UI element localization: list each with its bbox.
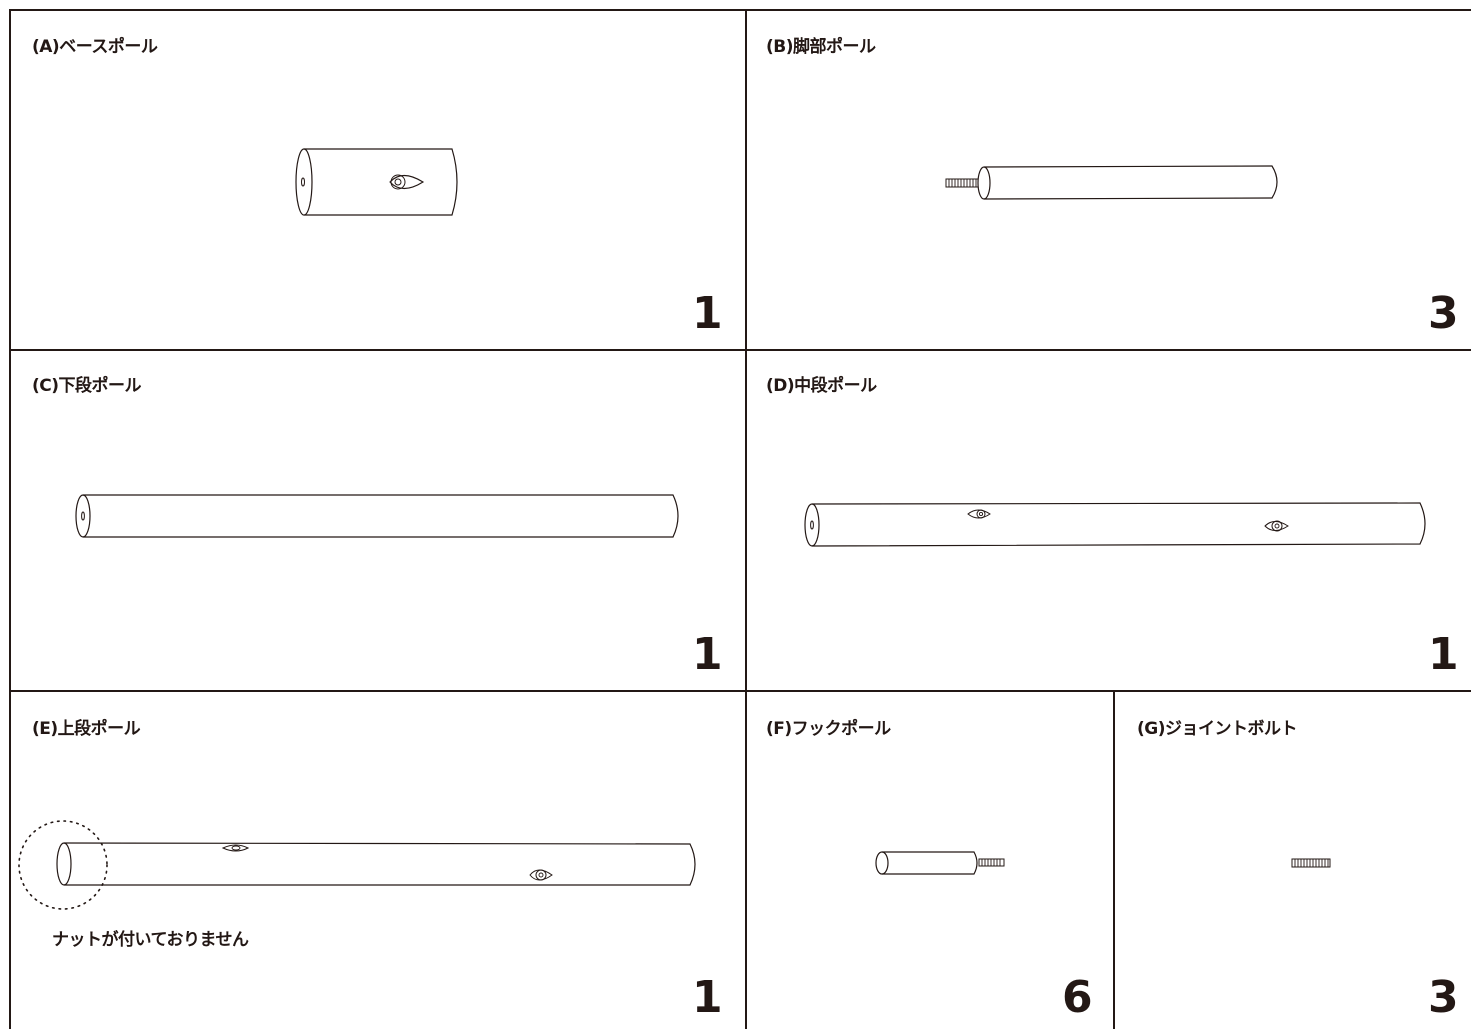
leg-pole-illustration bbox=[940, 162, 1285, 204]
column-divider-bottom bbox=[1113, 690, 1115, 1029]
quantity: 1 bbox=[692, 972, 723, 1023]
part-label: (G)ジョイントボルト bbox=[1137, 719, 1298, 739]
joint-bolt-illustration bbox=[1290, 857, 1334, 869]
base-pole-illustration bbox=[290, 145, 465, 220]
row-divider bbox=[9, 349, 1471, 351]
part-label: (C)下段ポール bbox=[32, 376, 142, 396]
quantity: 1 bbox=[692, 288, 723, 339]
lower-pole-illustration bbox=[70, 492, 685, 540]
part-label: (F)フックポール bbox=[766, 719, 891, 739]
middle-pole-illustration bbox=[800, 500, 1435, 550]
part-label: (A)ベースポール bbox=[32, 37, 158, 57]
parts-table-frame bbox=[9, 9, 1471, 1029]
part-label: (B)脚部ポール bbox=[766, 37, 876, 57]
no-nut-note: ナットが付いておりません bbox=[52, 930, 249, 950]
quantity: 1 bbox=[1428, 629, 1459, 680]
upper-pole-illustration bbox=[18, 818, 703, 913]
quantity: 1 bbox=[692, 629, 723, 680]
part-label: (E)上段ポール bbox=[32, 719, 141, 739]
quantity: 3 bbox=[1428, 288, 1459, 339]
quantity: 3 bbox=[1428, 972, 1459, 1023]
hook-pole-illustration bbox=[868, 848, 1008, 878]
part-label: (D)中段ポール bbox=[766, 376, 877, 396]
row-divider bbox=[9, 690, 1471, 692]
quantity: 6 bbox=[1062, 972, 1093, 1023]
column-divider bbox=[745, 9, 747, 1029]
